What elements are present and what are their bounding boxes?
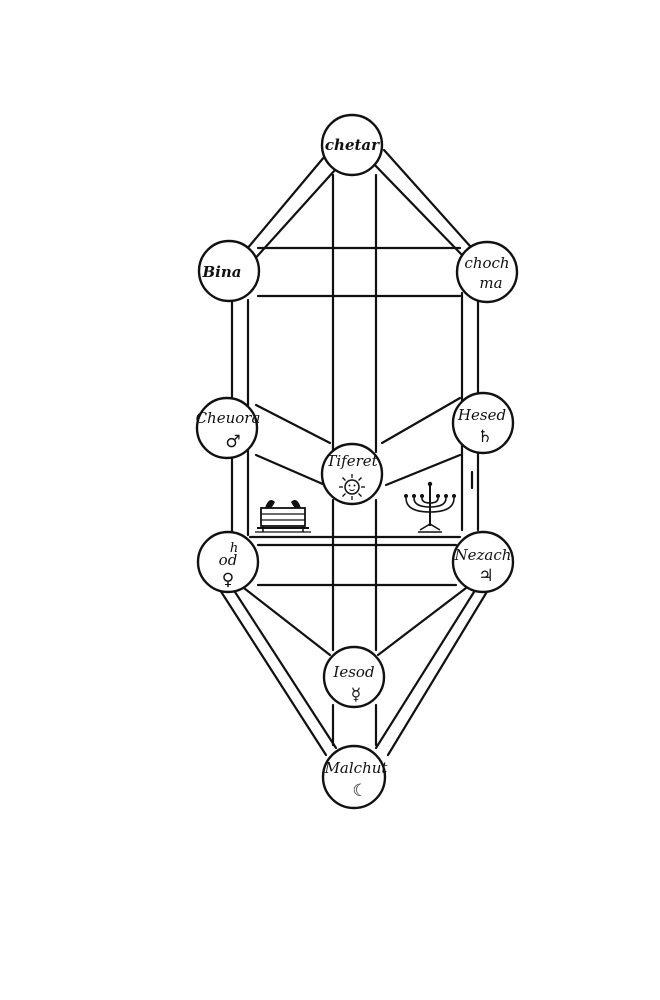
mercury-symbol-icon: ☿ <box>351 685 361 705</box>
path-hod-malchut-inner <box>233 590 338 750</box>
node-hod: h od ♀ <box>196 530 260 594</box>
node-malchut: Malchut ☾ <box>321 744 389 810</box>
node-cheuora-label: Cheuora <box>196 409 261 427</box>
node-iesod: Iesod ☿ <box>322 645 386 709</box>
path-hod-malchut-outer <box>218 588 328 757</box>
jupiter-symbol-icon: ♃ <box>478 566 493 586</box>
mars-symbol-icon: ♂ <box>225 432 240 452</box>
path-chetar-chochma-outer <box>382 148 480 257</box>
node-tiferet: Tiferet <box>320 442 384 506</box>
node-hod-label-line1: h <box>230 541 238 556</box>
path-hod-iesod <box>238 583 332 657</box>
node-malchut-label: Malchut <box>324 759 389 777</box>
saturn-symbol-icon: ♄ <box>477 427 492 447</box>
node-bina: Bina <box>197 239 261 303</box>
node-nezach-label: Nezach <box>454 546 512 564</box>
ark-emblem-icon <box>255 500 311 533</box>
node-cheuora: Cheuora ♂ <box>196 396 261 460</box>
path-cheuora-tiferet-bottom <box>254 453 327 487</box>
node-chetar-label: chetar <box>325 136 380 154</box>
node-iesod-label: Iesod <box>332 663 374 681</box>
path-chetar-bina-outer <box>234 148 332 264</box>
node-nezach: Nezach ♃ <box>451 530 515 594</box>
path-chetar-bina-inner <box>250 158 346 264</box>
path-nezach-malchut-outer <box>386 588 490 757</box>
node-chetar: chetar <box>320 113 384 177</box>
venus-symbol-icon: ♀ <box>222 570 234 590</box>
menorah-emblem-icon <box>404 481 456 533</box>
node-tiferet-label: Tiferet <box>326 452 378 470</box>
node-hesed: Hesed ♄ <box>451 391 515 455</box>
path-hesed-tiferet-bottom <box>384 453 462 487</box>
node-chochma: choch ma <box>455 240 519 304</box>
path-nezach-malchut-inner <box>374 590 476 750</box>
path-cheuora-tiferet-top <box>254 403 332 445</box>
node-hod-label-line2: od <box>219 551 238 569</box>
node-chochma-label-line2: ma <box>479 274 502 292</box>
path-nezach-iesod <box>376 583 472 657</box>
path-hesed-tiferet-top <box>380 396 462 445</box>
sun-face-icon <box>339 474 365 500</box>
path-chetar-chochma-inner <box>368 158 464 257</box>
node-bina-label: Bina <box>201 263 241 281</box>
node-chochma-label-line1: choch <box>464 254 509 272</box>
node-hesed-label: Hesed <box>457 406 506 424</box>
moon-symbol-icon: ☾ <box>352 781 367 801</box>
